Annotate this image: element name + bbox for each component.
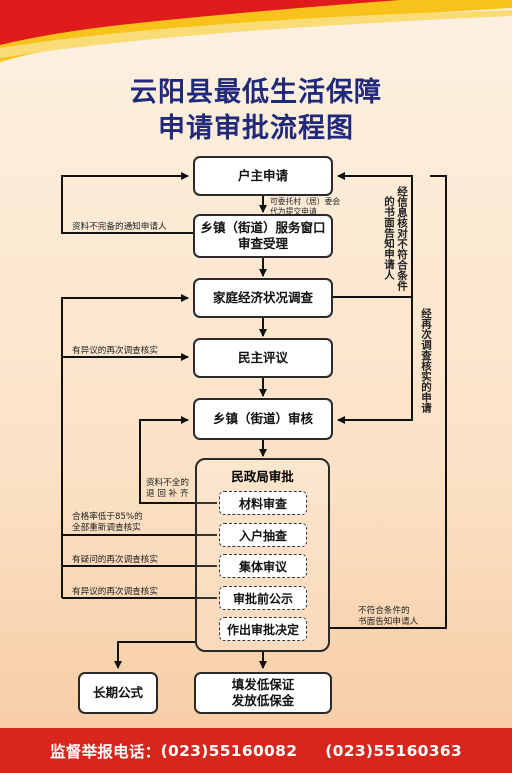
material-incomplete-note: 资料不全的 退 回 补 齐	[146, 478, 189, 499]
issue-node-label: 填发低保证 发放低保金	[231, 677, 295, 708]
audit-node: 乡镇（街道）审核	[193, 398, 333, 440]
footer-bar: 监督举报电话： (023)55160082 (023)55160363	[0, 728, 512, 773]
apply-node: 户主申请	[193, 156, 333, 196]
bureau-group-title: 民政局审批	[231, 469, 294, 484]
pass-rate-note: 合格率低于85%的 全部重新调查核实	[72, 512, 143, 533]
survey-node: 家庭经济状况调查	[193, 278, 333, 318]
resurvey-note: 经再次调查核实的申请	[418, 300, 432, 420]
header-wave-decoration	[0, 0, 512, 62]
decision-node: 作出审批决定	[219, 617, 307, 641]
material-review-node: 材料审查	[219, 491, 307, 515]
accept-node-label: 乡镇（街道）服务窗口 审查受理	[200, 220, 326, 251]
incomplete-note: 资料不完备的通知申请人	[72, 222, 167, 232]
page-title-line2: 申请审批流程图	[158, 113, 354, 144]
not-qualified-note: 不符合条件的 书面告知申请人	[358, 606, 419, 627]
review-node: 民主评议	[193, 338, 333, 378]
collective-review-node: 集体审议	[219, 554, 307, 578]
publicity-node: 审批前公示	[219, 586, 307, 610]
objection-review-note: 有异议的再次调查核实	[72, 346, 158, 356]
doubt-note: 有疑问的再次调查核实	[72, 555, 158, 565]
accept-node: 乡镇（街道）服务窗口 审查受理	[193, 214, 333, 258]
issue-node: 填发低保证 发放低保金	[194, 672, 332, 714]
resurvey-text: 经再次调查核实的申请	[420, 307, 432, 413]
village-note: 可委托村（居）委会 代为提交申请	[270, 197, 341, 216]
footer-phone1: (023)55160082	[160, 741, 298, 760]
page-title-line1: 云阳县最低生活保障	[130, 77, 382, 108]
objection-publicity-note: 有异议的再次调查核实	[72, 587, 158, 597]
footer-phone2: (023)55160363	[325, 741, 462, 760]
long-publicity-node: 长期公式	[78, 672, 158, 714]
verified-not-note: 经信息核对不符合条件的书面告知申请人	[368, 183, 408, 293]
spot-check-node: 入户抽查	[219, 523, 307, 547]
footer-label: 监督举报电话：	[49, 742, 161, 761]
verified-not-text: 经信息核对不符合条件的书面告知申请人	[383, 185, 408, 291]
